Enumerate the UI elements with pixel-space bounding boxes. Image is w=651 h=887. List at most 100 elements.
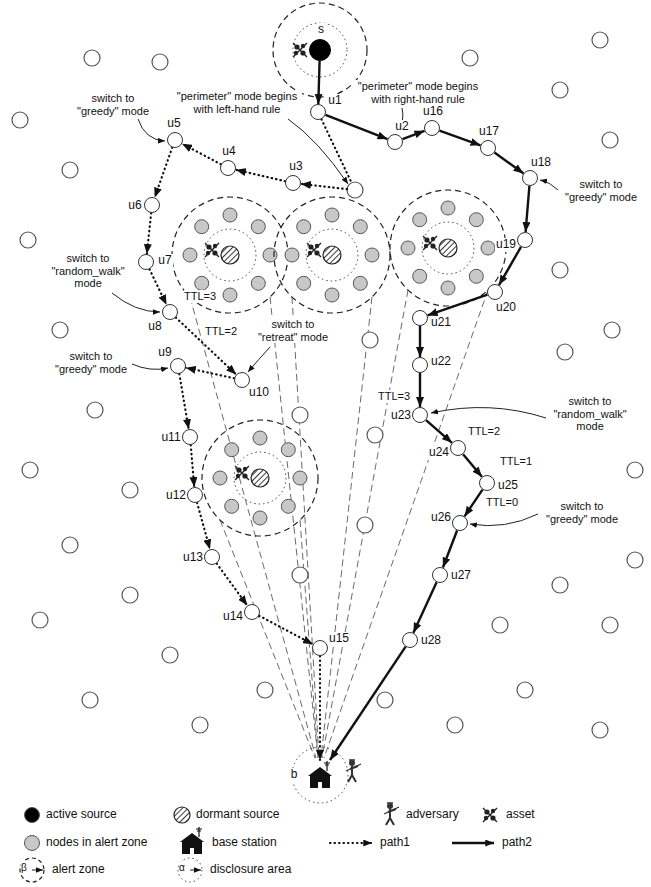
callout-note: "perimeter" mode begins with right-hand … — [352, 80, 484, 105]
node-label: u27 — [450, 569, 472, 582]
node-label: u10 — [248, 386, 270, 399]
legend-swatch — [24, 835, 40, 851]
ttl-label: TTL=2 — [468, 425, 500, 438]
ttl-label: TTL=2 — [205, 325, 237, 338]
sensor-node: u3 — [285, 175, 301, 191]
path2-connector — [330, 647, 406, 760]
node-label: u4 — [221, 145, 236, 158]
sensor-node: u9 — [170, 358, 186, 374]
path2-connector — [440, 131, 481, 146]
callout-note: "perimeter" mode begins with left-hand r… — [172, 90, 302, 115]
node-label: u16 — [422, 105, 444, 118]
sensor-node: u18 — [522, 170, 538, 186]
node-label: u6 — [127, 199, 142, 212]
alert-zones — [172, 190, 506, 536]
node-label: u25 — [497, 479, 519, 492]
sensor-node: u15 — [312, 640, 328, 656]
path1-connector — [186, 368, 234, 379]
legend-text: base station — [212, 836, 277, 850]
node-label: u24 — [428, 446, 450, 459]
node-label: u11 — [160, 431, 181, 444]
legend-text: nodes in alert zone — [46, 836, 147, 850]
sensor-node: u10 — [234, 372, 250, 388]
path2-connector — [419, 326, 421, 357]
node-label: u17 — [478, 125, 500, 138]
legend-text: path2 — [502, 836, 532, 850]
node-label: b — [290, 768, 299, 781]
node-label: u23 — [390, 409, 412, 422]
sensor-node: u6 — [144, 197, 160, 213]
sensor-node: u16 — [424, 120, 440, 136]
legend-text: disclosure area — [210, 863, 291, 877]
ttl-label: TTL=1 — [500, 455, 532, 468]
node-label: u2 — [394, 120, 409, 133]
path2-connector — [318, 61, 319, 104]
path2-connector — [326, 115, 388, 139]
hub-node — [347, 182, 363, 198]
path2-connector — [526, 186, 530, 232]
path1-connector — [150, 269, 167, 305]
path1-connector — [319, 656, 321, 760]
path2-connector — [463, 454, 482, 477]
legend-text: adversary — [406, 808, 459, 822]
path2-connector — [426, 420, 452, 443]
sensor-node: u24 — [450, 440, 466, 456]
ttl-label: TTL=0 — [486, 496, 518, 509]
node-label: u21 — [430, 316, 452, 329]
callout-note: switch to "random_walk" mode — [548, 395, 632, 433]
sensor-node: u13 — [204, 549, 220, 565]
node-label: u3 — [288, 160, 303, 173]
active-source-node: s — [309, 39, 331, 61]
sensor-node: u12 — [187, 487, 203, 503]
path2-connector — [443, 531, 457, 568]
path2-connector — [419, 373, 421, 407]
sensor-node: u1 — [310, 104, 326, 120]
callout-note: switch to "greedy" mode — [72, 92, 154, 117]
callout-note: switch to "greedy" mode — [540, 500, 624, 525]
legend-symbols — [20, 803, 497, 882]
path1-connector — [182, 144, 221, 165]
legend-text: asset — [506, 808, 535, 822]
node-label: u13 — [182, 551, 204, 564]
sensor-node: u7 — [138, 254, 154, 270]
path1-connector — [179, 374, 188, 429]
base-station-disclosure — [292, 747, 361, 803]
node-label: u19 — [495, 238, 517, 251]
node-label: u8 — [147, 320, 162, 333]
ttl-label: TTL=3 — [184, 290, 216, 303]
legend-text: dormant source — [196, 808, 279, 822]
sensor-node: u5 — [167, 132, 183, 148]
path1-connector — [155, 148, 173, 198]
sensor-node: u20 — [487, 284, 503, 300]
sensor-node: u8 — [162, 304, 178, 320]
callout-note: switch to "retreat" mode — [252, 318, 334, 343]
node-label: u20 — [495, 301, 517, 314]
sensor-node: u23 — [412, 407, 428, 423]
node-label: u26 — [430, 511, 452, 524]
node-label: u14 — [222, 610, 244, 623]
callout-note: switch to "greedy" mode — [50, 350, 132, 375]
path1-connector — [301, 119, 352, 189]
callout-note: switch to "random_walk" mode — [46, 252, 130, 290]
path1-connector — [217, 564, 248, 606]
sensor-node: u26 — [452, 515, 468, 531]
sensor-node: u19 — [517, 232, 533, 248]
sensor-node: u4 — [220, 160, 236, 176]
path2-connector — [499, 247, 521, 285]
path1-connector — [197, 503, 210, 550]
callout-note: switch to "greedy" mode — [560, 178, 642, 203]
legend-text: alert zone — [52, 863, 105, 877]
sensor-node: u14 — [244, 604, 260, 620]
sensor-node: u25 — [479, 475, 495, 491]
path2-connector — [465, 490, 483, 517]
sensor-node: u2 — [387, 134, 403, 150]
path2-connector — [413, 582, 436, 632]
base-station-node: b — [303, 760, 337, 790]
sensor-node: u11 — [182, 429, 198, 445]
node-label: u15 — [328, 632, 350, 645]
node-label: s — [317, 23, 325, 36]
sensor-node: u21 — [412, 310, 428, 326]
